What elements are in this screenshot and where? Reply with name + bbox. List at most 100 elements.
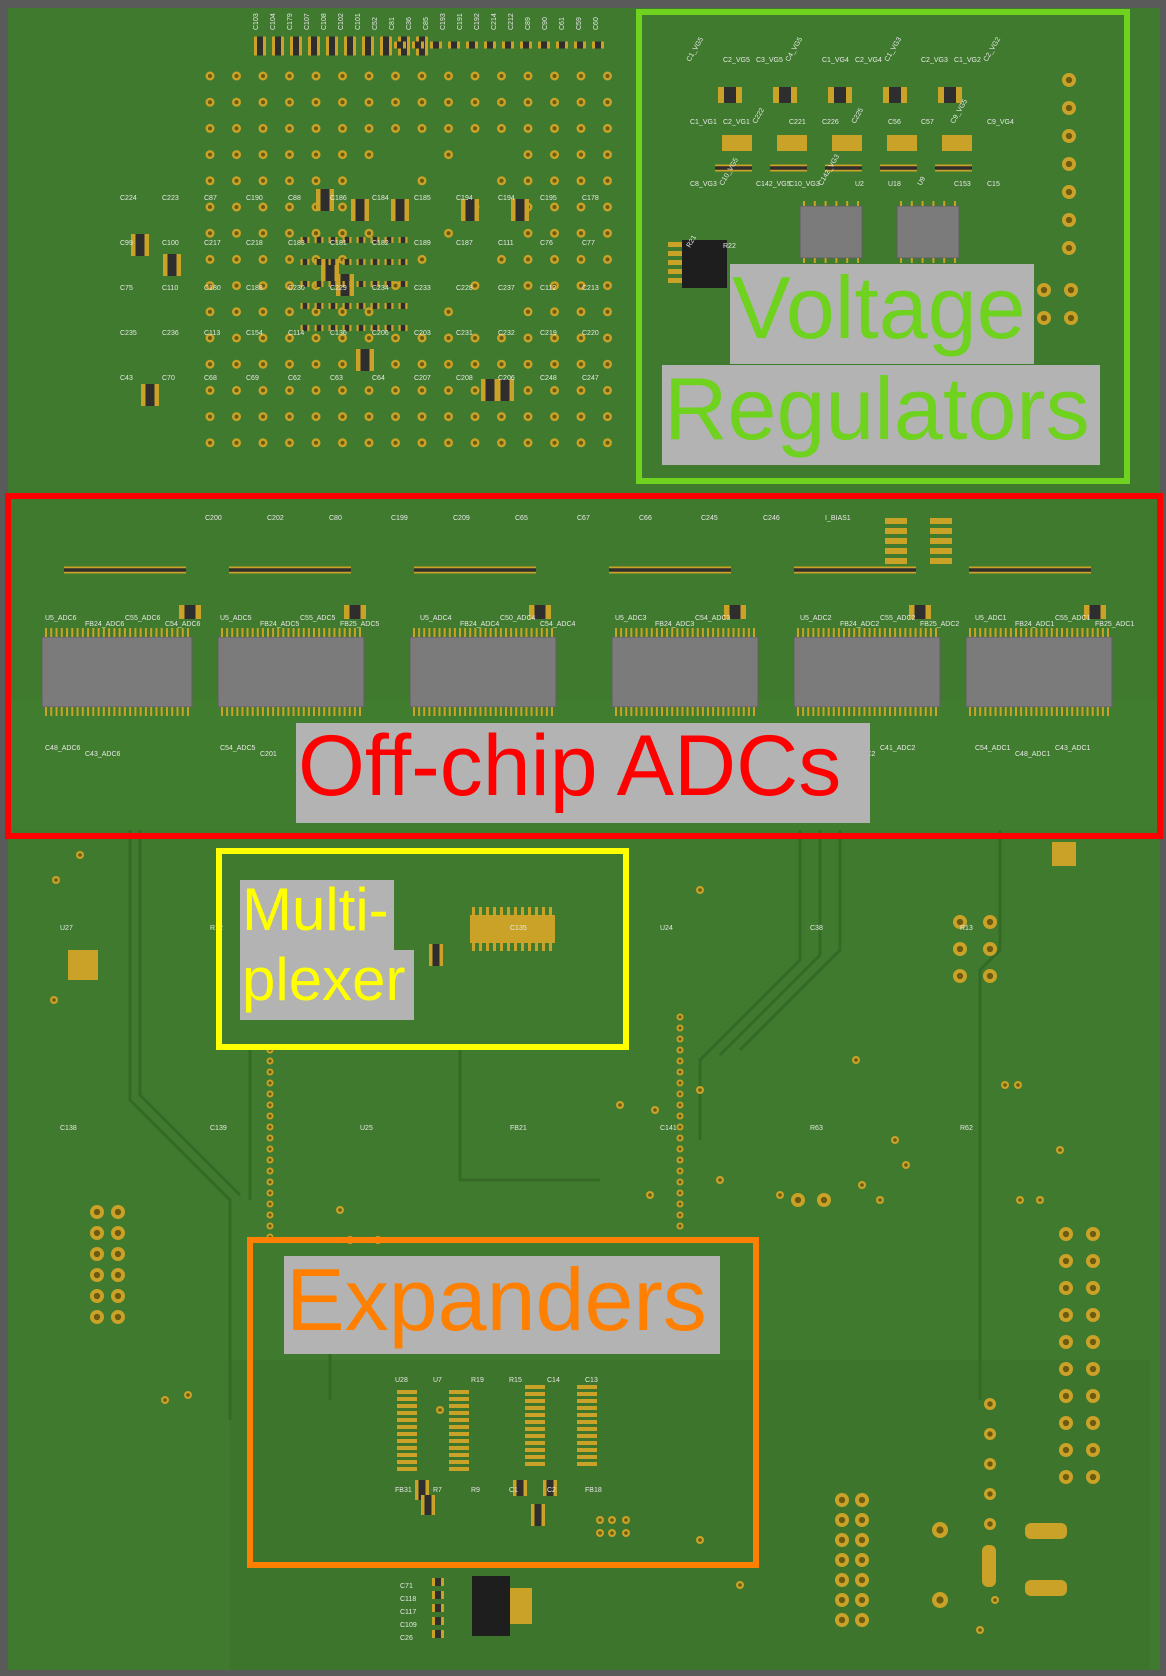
smd-part [953,164,963,172]
voltage-label-line1: Voltage [730,264,1034,364]
smd-pad [889,169,899,172]
silkscreen-text: FB21 [510,1125,527,1132]
smd-pad [461,199,466,221]
silkscreen-text: C118 [400,1596,416,1603]
smd-pad [679,571,691,574]
ic-pin [1045,707,1048,716]
smd-part [699,566,711,574]
smd-pad [854,566,866,569]
smd-pad [259,566,271,569]
mux-pin [472,907,475,915]
smd-pad [317,48,320,56]
silkscreen-text: C153 [954,181,971,188]
via-hole [472,414,478,419]
smd-pad [699,571,711,574]
smd-pad [279,571,291,574]
trace [738,830,842,1052]
smd-pad [474,199,479,221]
ic-pin [307,628,310,637]
via-hole [1089,1311,1097,1319]
via-hole [446,414,451,419]
silkscreen-text: FB24_ADC3 [655,621,694,628]
smd-pad [272,48,275,56]
smd-part [432,1630,444,1638]
via-hole [552,178,557,183]
ic-pin [150,628,153,637]
silkscreen-text: C99 [120,240,133,247]
smd-pad [724,169,734,172]
via-hole [525,257,531,262]
via-hole [678,1092,682,1096]
smd-pad [1039,571,1051,574]
via-hole [956,918,964,926]
ic-pin [118,628,121,637]
smd-pad [779,164,789,167]
via-hole [260,257,266,262]
ic-pin [707,707,709,716]
via-hole [287,440,292,445]
smd-pad [834,169,844,172]
smd-pad [416,48,419,56]
smd-pad [299,36,302,44]
ic-pin [822,707,825,716]
smd-pad [300,303,303,309]
ic-pin [701,628,704,637]
ic-pin [45,707,47,716]
expander-pad [449,1411,469,1415]
ic-pin [909,628,912,637]
ic-pin [1020,707,1023,716]
bias-pad [930,518,952,524]
smd-part [742,164,752,172]
smd-part [788,164,798,172]
via-hole [1089,1473,1097,1481]
ic-pin [873,707,876,716]
via-hole [93,1313,101,1321]
expander-pad [397,1425,417,1429]
silkscreen-text: FB25_ADC1 [1095,621,1134,628]
smd-part [314,237,324,243]
ic-pin [1030,628,1033,637]
silkscreen-text: C103 [253,13,260,30]
ic-pin [615,628,617,637]
smd-pad [308,48,311,56]
smd-pad [405,325,408,331]
smd-part [370,303,380,309]
smd-pad [314,325,317,331]
via-hole [260,231,266,236]
silkscreen-text: C54_ADC6 [165,621,201,628]
smd-pad [389,36,392,44]
ic-pin [914,707,917,716]
smd-part [1079,566,1091,574]
smd-pad [430,41,433,49]
via-hole [678,1158,682,1162]
ic-pin [535,628,538,637]
via-hole [1089,1365,1097,1373]
via-hole [207,73,213,79]
ic-pin [707,628,709,637]
silkscreen-text: C195 [540,195,557,202]
expander-pad [449,1397,469,1401]
smd-part [356,303,366,309]
smd-pad [770,169,780,172]
smd-pad [329,571,341,574]
via-hole [313,178,319,183]
ic-pin [413,707,415,716]
ic-pin [878,707,881,716]
via-hole [678,1037,682,1041]
mux-pin [507,907,510,915]
via-hole [838,1556,846,1564]
ic-pin [837,628,840,637]
ic-pin [474,707,477,716]
smd-pad [553,1480,557,1496]
smd-pad [335,36,338,44]
ic-pin [1101,707,1104,716]
silkscreen-text: I_BIAS1 [825,515,851,522]
silkscreen-text: C223 [162,195,179,202]
silkscreen-text: U25 [360,1125,373,1132]
bias-pad [930,558,952,564]
via-hole [1089,1338,1097,1346]
smd-pad [834,164,844,167]
smd-pad [609,566,621,569]
smd-part [649,566,661,574]
smd-pad [524,199,529,221]
